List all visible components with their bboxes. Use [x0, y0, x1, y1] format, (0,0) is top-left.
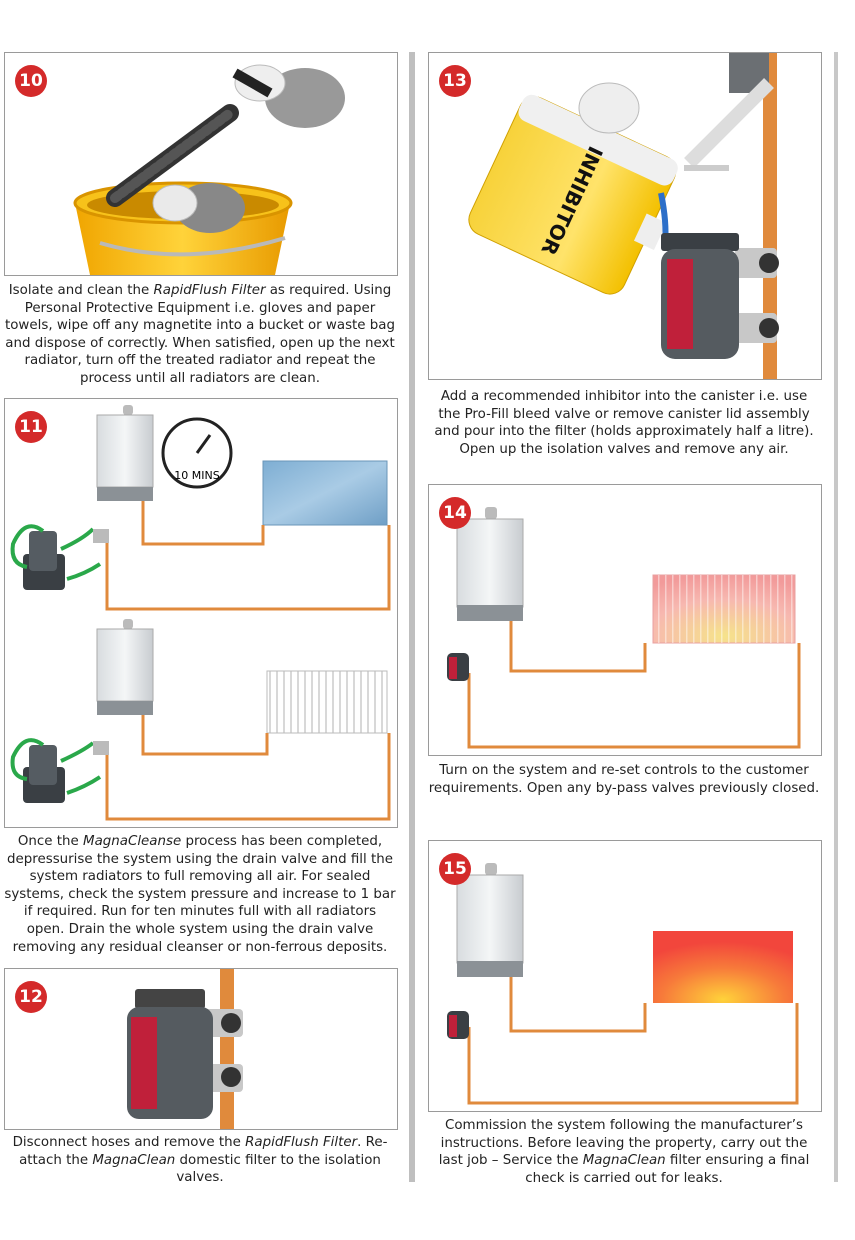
magnaclean-filter-icon: [661, 233, 739, 359]
product-name: RapidFlush Filter: [153, 283, 266, 298]
step-12-badge: 12: [15, 981, 47, 1013]
pipe-flow: [141, 501, 265, 546]
product-name: RapidFlush Filter: [245, 1135, 358, 1150]
step-15-illustration: [447, 863, 799, 1105]
boiler-icon: [456, 863, 524, 977]
step-10-illustration: [73, 64, 345, 275]
radiator-hot-icon: [653, 931, 793, 1003]
radiator-cold-icon: [262, 460, 388, 526]
step-14-illustration: [447, 507, 801, 749]
inhibitor-bottle-icon: INHIBITOR: [468, 94, 678, 295]
product-name: MagnaClean: [582, 1153, 666, 1169]
boiler-icon-2: [96, 619, 154, 715]
step-14-caption: Turn on the system and re-set controls t…: [428, 763, 820, 796]
step-12-panel: 12: [4, 968, 398, 1130]
glove-icon: [578, 82, 640, 134]
step-15-panel: 15: [428, 840, 822, 1112]
boiler-icon: [456, 507, 524, 621]
step-11-badge: 11: [15, 411, 47, 443]
magnaclean-filter-icon: [447, 1011, 469, 1039]
step-15-caption: Commission the system following the manu…: [438, 1118, 810, 1186]
step-10-caption: Isolate and clean the RapidFlush Filter …: [4, 283, 396, 386]
step-13-panel: 13 INHIBITOR: [428, 52, 822, 380]
step-11-panel: 11 10 MINS: [4, 398, 398, 828]
timer-label: 10 MINS: [174, 469, 219, 482]
step-12-illustration: [127, 969, 243, 1129]
step-14-badge: 14: [439, 497, 471, 529]
step-13-caption: Add a recommended inhibitor into the can…: [434, 389, 814, 457]
step-14-panel: 14: [428, 484, 822, 756]
step-13-badge: 13: [439, 65, 471, 97]
magnaclean-filter-icon: [447, 653, 469, 681]
step-10-badge: 10: [15, 65, 47, 97]
timer-clock-icon: 10 MINS: [161, 417, 233, 489]
product-name: MagnaCleanse: [83, 834, 182, 849]
rapidflush-filter-icon-2: [10, 738, 102, 803]
radiator-white-icon: [266, 670, 388, 734]
step-13-illustration: INHIBITOR: [468, 53, 779, 379]
valve-icon: [93, 529, 109, 543]
boiler-icon: [96, 405, 154, 501]
product-name: MagnaClean: [92, 1152, 176, 1168]
page-edge-divider: [834, 52, 838, 1182]
step-11-caption: Once the MagnaCleanse process has been c…: [4, 834, 396, 955]
step-11-illustration: 10 MINS: [10, 405, 391, 821]
step-10-panel: 10: [4, 52, 398, 276]
column-divider: [409, 52, 415, 1182]
pipe-return: [105, 525, 391, 611]
magnaclean-filter-icon: [127, 989, 213, 1119]
step-15-badge: 15: [439, 853, 471, 885]
rapidflush-filter-icon: [10, 524, 102, 590]
step-12-caption: Disconnect hoses and remove the RapidFlu…: [12, 1135, 388, 1186]
